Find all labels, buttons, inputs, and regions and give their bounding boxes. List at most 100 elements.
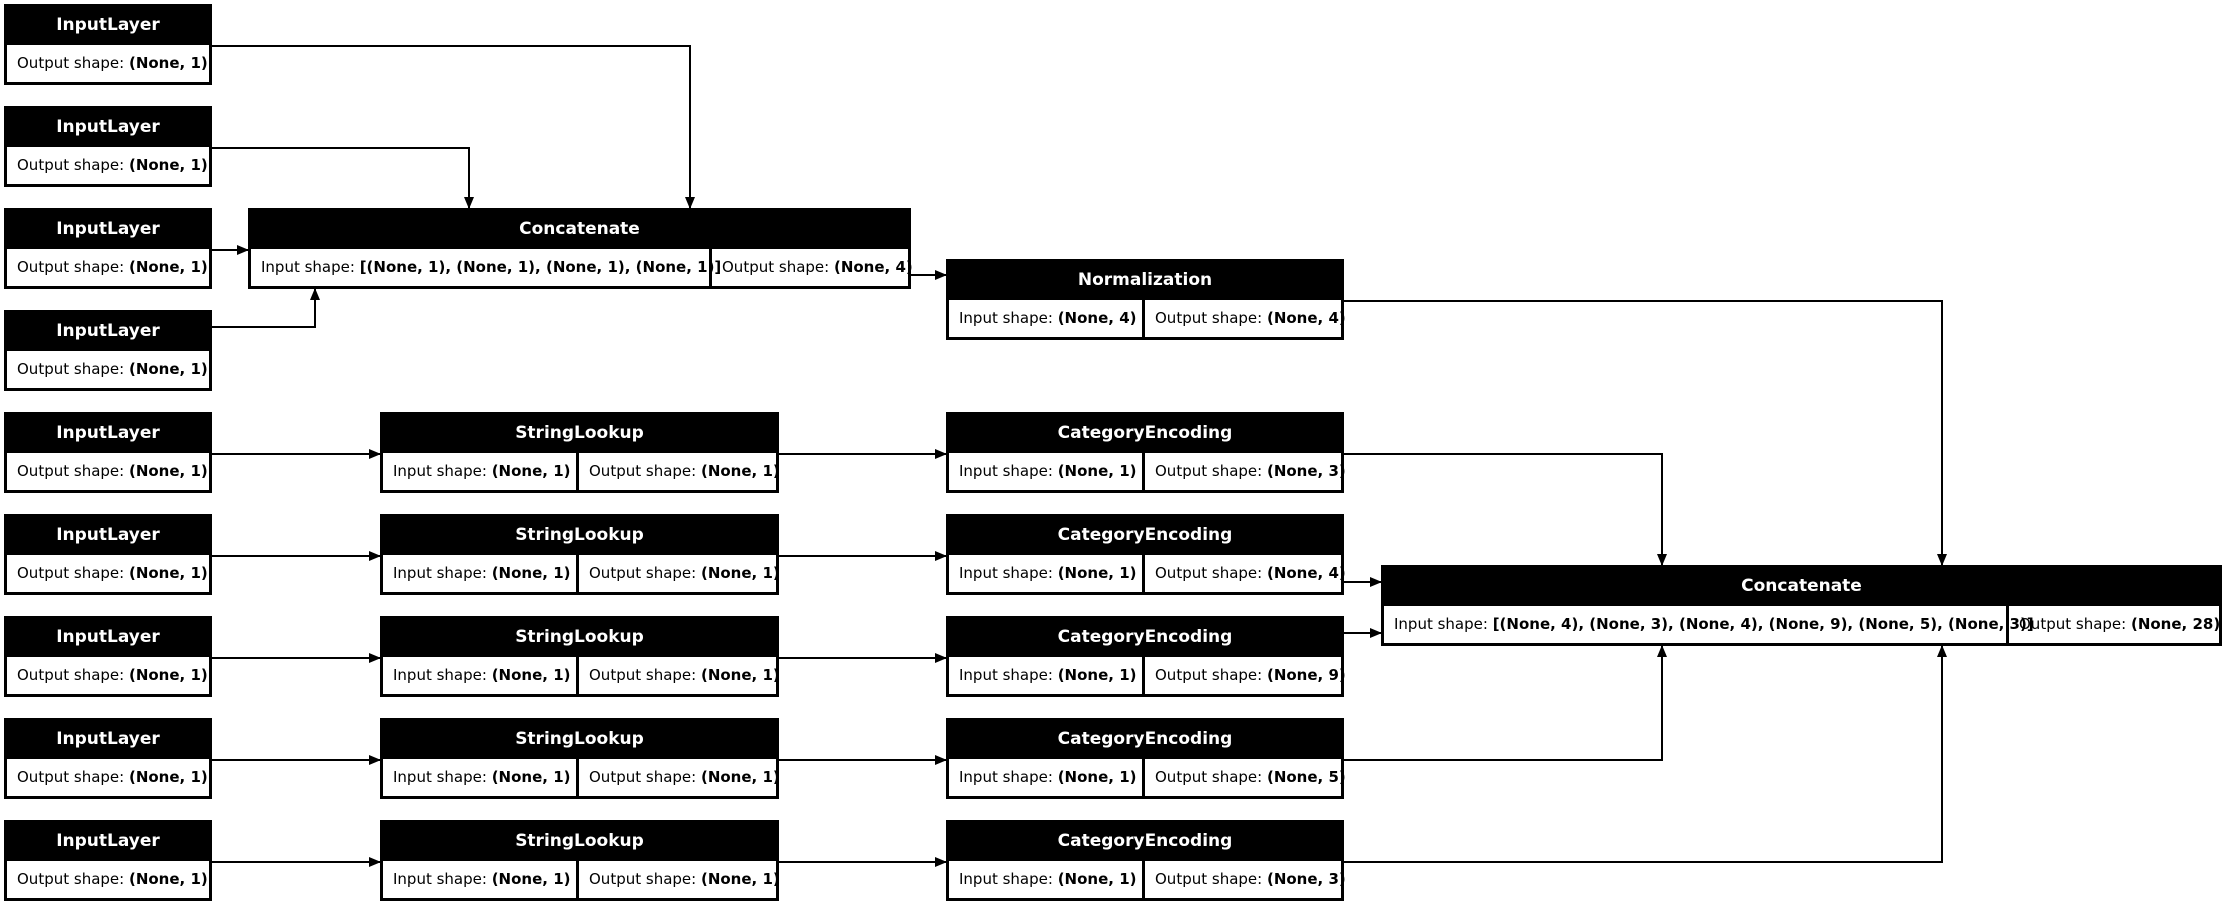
layer-type-label: Concatenate (1384, 568, 2219, 606)
shape-row: Input shape: (None, 1)Output shape: (Non… (383, 861, 780, 898)
shape-row: Output shape: (None, 1) (7, 45, 209, 82)
shape-label: Input shape: (959, 768, 1058, 786)
output-shape-cell: Output shape: (None, 1) (7, 861, 218, 898)
layer-type-label: Normalization (949, 262, 1341, 300)
layer-type-label: StringLookup (383, 415, 776, 453)
input-shape-cell: Input shape: [(None, 4), (None, 3), (Non… (1384, 606, 2034, 643)
shape-value: (None, 1) (128, 462, 208, 480)
output-shape-cell: Output shape: (None, 5) (1142, 759, 1356, 796)
input-shape-cell: Input shape: (None, 1) (383, 861, 576, 898)
shape-row: Input shape: (None, 1)Output shape: (Non… (383, 657, 780, 694)
shape-label: Output shape: (589, 666, 701, 684)
shape-label: Output shape: (1155, 309, 1267, 327)
layer-type-label: Concatenate (251, 211, 908, 249)
shape-value: (None, 5) (1266, 768, 1346, 786)
output-shape-cell: Output shape: (None, 9) (1142, 657, 1356, 694)
shape-label: Output shape: (589, 564, 701, 582)
shape-label: Output shape: (1155, 666, 1267, 684)
layer-type-label: InputLayer (7, 517, 209, 555)
shape-value: (None, 1) (700, 870, 780, 888)
shape-label: Input shape: (1394, 615, 1493, 633)
shape-row: Output shape: (None, 1) (7, 657, 209, 694)
shape-value: (None, 4) (1266, 564, 1346, 582)
shape-label: Output shape: (17, 768, 129, 786)
layer-type-label: InputLayer (7, 721, 209, 759)
shape-value: (None, 9) (1266, 666, 1346, 684)
shape-label: Input shape: (393, 870, 492, 888)
shape-label: Output shape: (1155, 768, 1267, 786)
layer-type-label: InputLayer (7, 619, 209, 657)
shape-label: Output shape: (17, 564, 129, 582)
shape-value: (None, 1) (491, 768, 571, 786)
input-shape-cell: Input shape: (None, 4) (949, 300, 1142, 337)
shape-value: (None, 1) (128, 360, 208, 378)
output-shape-cell: Output shape: (None, 4) (1142, 300, 1356, 337)
shape-label: Input shape: (959, 564, 1058, 582)
output-shape-cell: Output shape: (None, 1) (576, 657, 790, 694)
shape-value: (None, 4) (833, 258, 913, 276)
output-shape-cell: Output shape: (None, 1) (7, 657, 218, 694)
shape-row: Input shape: (None, 1)Output shape: (Non… (949, 861, 1346, 898)
shape-row: Input shape: (None, 1)Output shape: (Non… (383, 453, 780, 490)
shape-row: Input shape: (None, 1) Output shape: (Non… (949, 759, 1346, 796)
input-shape-cell: Input shape: (None, 1) (949, 759, 1142, 796)
shape-value: (None, 1) (1057, 564, 1137, 582)
shape-value: (None, 1) (1057, 768, 1137, 786)
layer-type-label: CategoryEncoding (949, 823, 1341, 861)
shape-label: Input shape: (959, 666, 1058, 684)
shape-value: (None, 1) (128, 258, 208, 276)
layer-type-label: CategoryEncoding (949, 619, 1341, 657)
shape-label: Output shape: (17, 666, 129, 684)
shape-row: Output shape: (None, 1) (7, 453, 209, 490)
shape-label: Input shape: (959, 870, 1058, 888)
input-shape-cell: Input shape: (None, 1) (383, 759, 576, 796)
shape-row: Input shape: (None, 1)Output shape: (Non… (383, 759, 780, 796)
shape-label: Output shape: (2019, 615, 2131, 633)
input-shape-cell: Input shape: [(None, 1), (None, 1), (Non… (251, 249, 721, 286)
output-shape-cell: Output shape: (None, 28) (2006, 606, 2226, 643)
shape-label: Output shape: (1155, 462, 1267, 480)
shape-row: Input shape: (None, 4) Output shape: (Non… (949, 300, 1346, 337)
shape-value: (None, 1) (128, 156, 208, 174)
shape-value: (None, 1) (491, 870, 571, 888)
layer-type-label: InputLayer (7, 313, 209, 351)
shape-label: Input shape: (959, 462, 1058, 480)
shape-label: Output shape: (17, 870, 129, 888)
layer-type-label: InputLayer (7, 415, 209, 453)
shape-value: (None, 1) (1057, 462, 1137, 480)
shape-label: Output shape: (17, 360, 129, 378)
edge-norm-to-concat2 (1343, 300, 1947, 566)
layer-type-label: StringLookup (383, 619, 776, 657)
shape-value: (None, 1) (700, 462, 780, 480)
shape-row: Input shape: (None, 1)Output shape: (Non… (949, 555, 1346, 592)
shape-label: Input shape: (393, 564, 492, 582)
shape-value: (None, 4) (1057, 309, 1137, 327)
layer-type-label: CategoryEncoding (949, 415, 1341, 453)
output-shape-cell: Output shape: (None, 1) (7, 249, 218, 286)
shape-value: (None, 28) (2130, 615, 2221, 633)
shape-value: (None, 1) (128, 666, 208, 684)
shape-value: (None, 1) (128, 768, 208, 786)
shape-row: Input shape: (None, 1)Output shape: (Non… (949, 657, 1346, 694)
shape-label: Input shape: (959, 309, 1058, 327)
layer-type-label: StringLookup (383, 517, 776, 555)
layer-type-label: CategoryEncoding (949, 517, 1341, 555)
output-shape-cell: Output shape: (None, 1) (576, 555, 790, 592)
shape-value: (None, 1) (491, 666, 571, 684)
